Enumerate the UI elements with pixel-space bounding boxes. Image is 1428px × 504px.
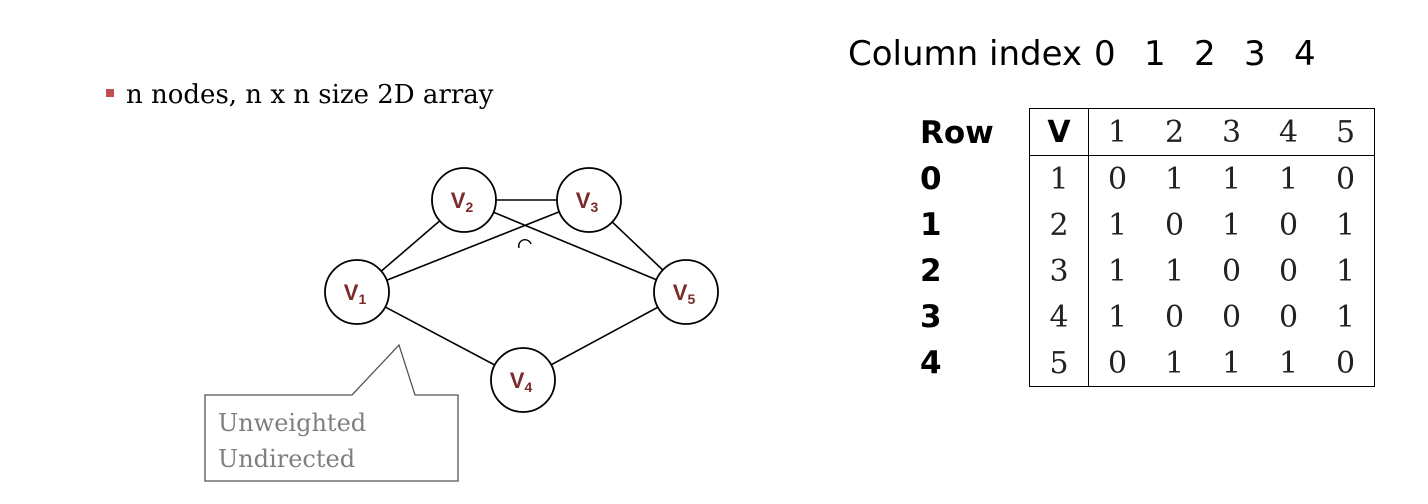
matrix-col-header: 5 [1317, 108, 1375, 156]
matrix-cell: 1 [1335, 253, 1356, 289]
column-index-4: 4 [1294, 34, 1316, 74]
matrix-row-vertex: 4 [1029, 294, 1089, 340]
matrix-cell: 1 [1278, 161, 1299, 197]
column-index-3: 3 [1244, 34, 1266, 74]
bullet-text: n nodes, n x n size 2D array [126, 80, 494, 110]
matrix-row: 3 1 1 0 0 1 [1029, 248, 1375, 294]
node-circle [490, 347, 556, 413]
matrix-cell: 1 [1164, 253, 1185, 289]
matrix-cell: 1 [1164, 161, 1185, 197]
row-index-4: 4 [920, 345, 942, 381]
node-circle [653, 259, 719, 325]
node-v1: V1 [324, 259, 390, 325]
adjacency-matrix: V 1 2 3 4 5 1 0 1 1 1 0 2 1 0 1 0 1 3 1 … [1029, 108, 1375, 387]
edge-v2-v5 [463, 199, 687, 293]
column-index-label: Column index [848, 34, 1083, 74]
matrix-cell: 0 [1278, 299, 1299, 335]
matrix-cell: 0 [1335, 161, 1356, 197]
matrix-cell: 1 [1107, 207, 1128, 243]
matrix-corner: V [1029, 108, 1089, 156]
matrix-row: 5 0 1 1 1 0 [1029, 340, 1375, 387]
matrix-cell: 1 [1335, 299, 1356, 335]
matrix-cell: 0 [1335, 345, 1356, 381]
matrix-row-vertex: 3 [1029, 248, 1089, 294]
column-index-2: 2 [1194, 34, 1216, 74]
matrix-cell: 0 [1164, 207, 1185, 243]
matrix-cell: 1 [1107, 253, 1128, 289]
node-v2: V2 [431, 167, 497, 233]
bullet-line: n nodes, n x n size 2D array [106, 78, 493, 112]
row-index-1: 1 [920, 207, 942, 243]
node-v4: V4 [490, 347, 556, 413]
node-v5: V5 [653, 259, 719, 325]
matrix-col-header: 1 [1088, 108, 1146, 156]
matrix-cell: 0 [1278, 253, 1299, 289]
callout-box [204, 343, 459, 482]
column-index-1: 1 [1144, 34, 1166, 74]
matrix-row: 1 0 1 1 1 0 [1029, 155, 1375, 202]
matrix-cell: 0 [1107, 161, 1128, 197]
row-index-0: 0 [920, 161, 942, 197]
matrix-cell: 0 [1107, 345, 1128, 381]
row-header: Row [920, 115, 994, 151]
matrix-cell: 0 [1164, 299, 1185, 335]
matrix-header-row: V 1 2 3 4 5 [1029, 108, 1375, 156]
callout-line-direction: Undirected [218, 445, 356, 473]
edge-crossing-hop [517, 238, 532, 249]
matrix-col-header: 4 [1260, 108, 1317, 156]
matrix-row-vertex: 5 [1029, 340, 1089, 387]
row-index-2: 2 [920, 253, 942, 289]
matrix-cell: 1 [1164, 345, 1185, 381]
node-circle [556, 167, 622, 233]
node-v3: V3 [556, 167, 622, 233]
callout-text: Unweighted Undirected [218, 405, 366, 477]
edge-v1-v3 [356, 199, 590, 293]
matrix-cell: 1 [1221, 345, 1242, 381]
row-labels: Row 0 1 2 3 4 [920, 110, 994, 386]
matrix-cell: 1 [1335, 207, 1356, 243]
matrix-cell: 1 [1221, 207, 1242, 243]
matrix-row-vertex: 1 [1029, 155, 1089, 202]
row-index-3: 3 [920, 299, 942, 335]
node-circle [431, 167, 497, 233]
matrix-cell: 1 [1278, 345, 1299, 381]
matrix-col-header: 2 [1146, 108, 1203, 156]
matrix-cell: 1 [1107, 299, 1128, 335]
matrix-cell: 0 [1278, 207, 1299, 243]
callout-line-weight: Unweighted [218, 409, 367, 437]
bullet-square-icon [106, 89, 114, 97]
matrix-cell: 1 [1221, 161, 1242, 197]
matrix-row-vertex: 2 [1029, 202, 1089, 248]
matrix-cell: 0 [1221, 299, 1242, 335]
matrix-cell: 0 [1221, 253, 1242, 289]
node-circle [324, 259, 390, 325]
column-index-0: 0 [1094, 34, 1116, 74]
matrix-col-header: 3 [1203, 108, 1260, 156]
matrix-row: 2 1 0 1 0 1 [1029, 202, 1375, 248]
matrix-row: 4 1 0 0 0 1 [1029, 294, 1375, 340]
